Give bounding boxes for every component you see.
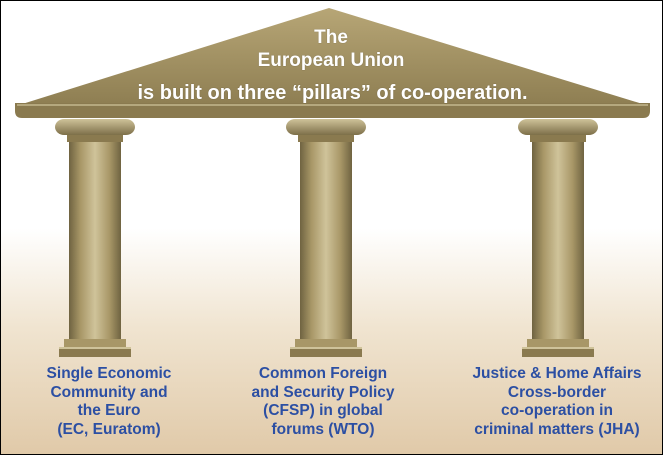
roof-pediment [15,8,650,118]
pillar-1-caption-line: (EC, Euratom) [57,420,161,438]
pillar-3 [518,119,598,357]
pillar-3-caption-line: Cross-border [507,383,607,401]
pillar-1-caption-line: Single Economic [46,365,172,382]
pillar-2 [286,119,366,357]
pillar-2-caption: Common Foreign and Security Policy (CFSP… [213,365,433,439]
roof-subtitle: is built on three “pillars” of co-operat… [137,82,528,104]
pillar-2-caption-line: and Security Policy [251,383,395,401]
pillar-1-caption-line: Community and [50,383,168,401]
pillar-1 [55,119,135,357]
pillar-2-caption-line: (CFSP) in global [263,402,383,419]
roof-title-line-1: The [314,27,348,48]
pillar-2-caption-line: Common Foreign [258,365,388,382]
roof-title-line-2: European Union [257,50,405,71]
pillar-3-caption: Justice & Home Affairs Cross-border co-o… [447,365,662,439]
pillar-3-caption-line: criminal matters (JHA) [474,420,640,438]
pillar-1-caption-line: the Euro [77,402,141,419]
pillar-1-caption: Single Economic Community and the Euro (… [1,365,219,439]
pillar-3-caption-line: co-operation in [501,402,613,419]
pillar-2-caption-line: forums (WTO) [271,420,375,438]
pillar-3-caption-line: Justice & Home Affairs [472,365,642,382]
